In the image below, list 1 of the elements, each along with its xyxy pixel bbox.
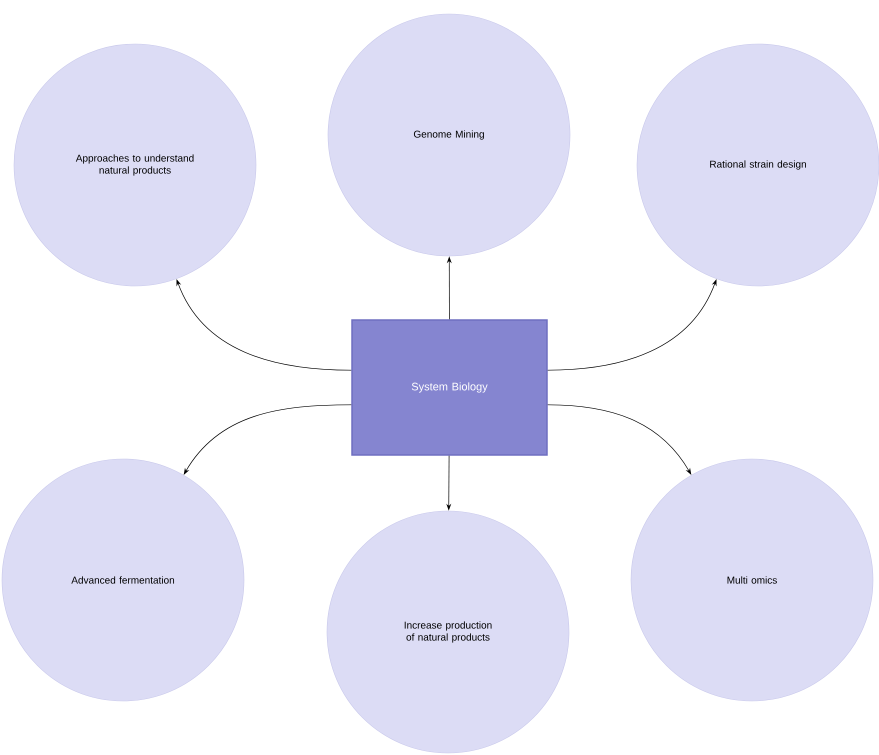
process-box: System Biology [351, 319, 548, 456]
